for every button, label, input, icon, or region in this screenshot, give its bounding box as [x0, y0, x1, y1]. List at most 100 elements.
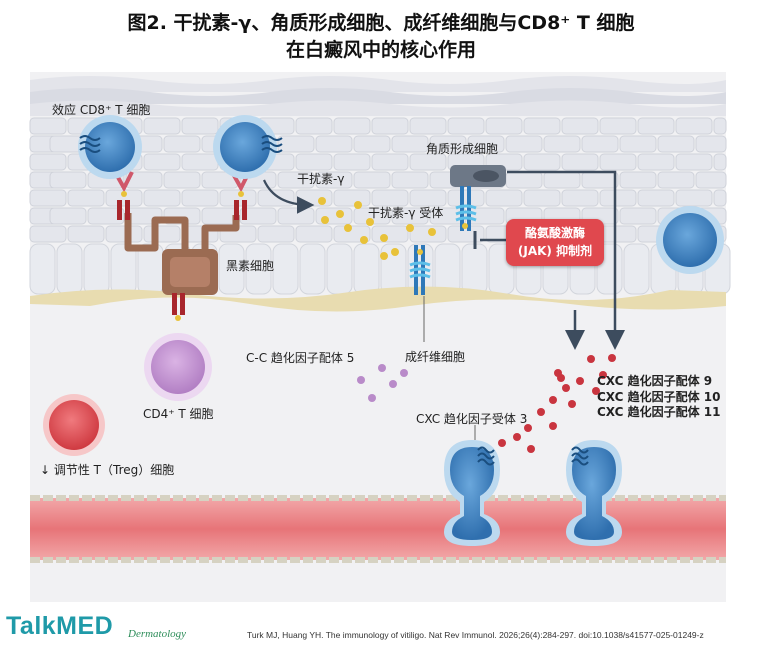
ifn-gamma-dot: [380, 234, 388, 242]
keratinocyte-brick: [523, 153, 561, 171]
keratinocyte-brick: [29, 225, 67, 243]
keratinocyte-brick: [599, 225, 637, 243]
keratinocyte-brick: [163, 135, 201, 153]
stratum-corneum: [30, 76, 726, 116]
keratinocyte-brick: [87, 207, 125, 225]
keratinocyte-brick: [353, 135, 391, 153]
figure-title-line2: 在白癜风中的核心作用: [285, 39, 476, 61]
keratinocyte-brick: [561, 153, 599, 171]
keratinocyte-brick: [353, 171, 391, 189]
jak-label-line2: (JAK) 抑制剂: [517, 244, 593, 258]
label-cxcl11: CXC 趋化因子配体 11: [597, 405, 721, 419]
logo-text: alkMED: [19, 612, 114, 640]
ccl5-molecules: [357, 364, 408, 402]
keratinocyte-brick: [619, 135, 657, 153]
keratinocyte-layer: [29, 117, 727, 243]
label-treg: ↓ 调节性 T（Treg）细胞: [40, 463, 175, 477]
cxcl-dot: [592, 387, 600, 395]
keratinocyte-brick: [675, 153, 713, 171]
keratinocyte-brick: [523, 117, 561, 135]
keratinocyte-cell: [450, 165, 506, 187]
ifn-gamma-molecules: [318, 197, 436, 260]
keratinocyte-brick: [619, 171, 657, 189]
keratinocyte-brick: [295, 117, 333, 135]
cxcl-molecules: [498, 354, 616, 453]
basal-cell: [218, 243, 245, 295]
ifn-gamma-dot: [344, 224, 352, 232]
ifn-gamma-dot: [366, 218, 374, 226]
keratinocyte-brick: [181, 153, 219, 171]
keratinocyte-brick: [277, 135, 315, 153]
cxcl-dot: [599, 371, 607, 379]
label-cd4: CD4⁺ T 细胞: [143, 407, 214, 421]
label-ifn-gamma: 干扰素-γ: [297, 172, 345, 186]
keratinocyte-brick: [505, 171, 543, 189]
keratinocyte-brick: [257, 225, 295, 243]
keratinocyte-brick: [391, 171, 429, 189]
ifn-gamma-dot: [336, 210, 344, 218]
keratinocyte-brick: [143, 117, 181, 135]
talkmed-logo: TalkMED: [6, 612, 113, 641]
keratinocyte-brick: [637, 117, 675, 135]
keratinocyte-brick: [581, 171, 619, 189]
basal-cell: [623, 243, 650, 295]
keratinocyte-brick: [181, 189, 219, 207]
basal-cell: [461, 243, 488, 295]
keratinocyte-brick: [29, 189, 67, 207]
cd8-t-cell-epidermis: [656, 206, 724, 274]
keratinocyte-brick: [163, 171, 201, 189]
ifn-gamma-dot: [406, 224, 414, 232]
keratinocyte-brick: [657, 171, 695, 189]
cxcr3-t-cell-right: [566, 440, 622, 546]
basal-cell: [56, 243, 83, 295]
keratinocyte-brick: [599, 153, 637, 171]
basal-cell: [434, 243, 461, 295]
ccl5-dot: [357, 376, 365, 384]
keratinocyte-brick: [67, 225, 105, 243]
label-cxcl9: CXC 趋化因子配体 9: [597, 374, 713, 388]
label-cxcl10: CXC 趋化因子配体 10: [597, 390, 721, 404]
ifn-gamma-dot: [380, 252, 388, 260]
keratinocyte-brick: [143, 153, 181, 171]
jak-label-line1: 酪氨酸激酶: [524, 226, 585, 240]
ccl5-dot: [400, 369, 408, 377]
ifn-gamma-dot: [318, 197, 326, 205]
keratinocyte-brick: [49, 207, 87, 225]
basal-cell: [353, 243, 380, 295]
ifn-receptor-fibroblast: [409, 245, 431, 295]
ifn-receptor-keratinocyte: [455, 186, 477, 231]
label-ccl5: C-C 趋化因子配体 5: [246, 351, 355, 365]
ifn-release-arrow: [262, 179, 315, 214]
keratinocyte-brick: [637, 189, 675, 207]
keratinocyte-brick: [371, 153, 409, 171]
keratinocyte-brick: [409, 153, 447, 171]
logo-prefix: T: [6, 612, 20, 640]
keratinocyte-brick: [409, 189, 447, 207]
keratinocyte-brick: [543, 135, 581, 153]
cxcr3-t-cell-left: [444, 440, 500, 546]
keratinocyte-brick: [675, 189, 713, 207]
cxcl-dot: [549, 422, 557, 430]
keratinocyte-brick: [409, 225, 447, 243]
keratinocyte-brick: [49, 171, 87, 189]
label-ifn-receptor: 干扰素-γ 受体: [368, 206, 444, 220]
keratinocyte-brick: [295, 225, 333, 243]
basal-cell: [299, 243, 326, 295]
keratinocyte-brick: [713, 117, 727, 135]
ccl5-dot: [368, 394, 376, 402]
keratinocyte-brick: [371, 225, 409, 243]
keratinocyte-brick: [295, 153, 333, 171]
keratinocyte-brick: [695, 171, 727, 189]
keratinocyte-brick: [447, 189, 485, 207]
keratinocyte-brick: [713, 153, 727, 171]
keratinocyte-brick: [581, 135, 619, 153]
label-melanocyte: 黑素细胞: [226, 259, 275, 273]
keratinocyte-brick: [29, 117, 67, 135]
cxcl-dot: [498, 439, 506, 447]
keratinocyte-brick: [695, 135, 727, 153]
label-cxcr3: CXC 趋化因子受体 3: [416, 412, 528, 426]
cxcl-dot: [587, 355, 595, 363]
cxcl-dot: [524, 424, 532, 432]
keratinocyte-brick: [315, 135, 353, 153]
melanocyte: [124, 213, 240, 295]
